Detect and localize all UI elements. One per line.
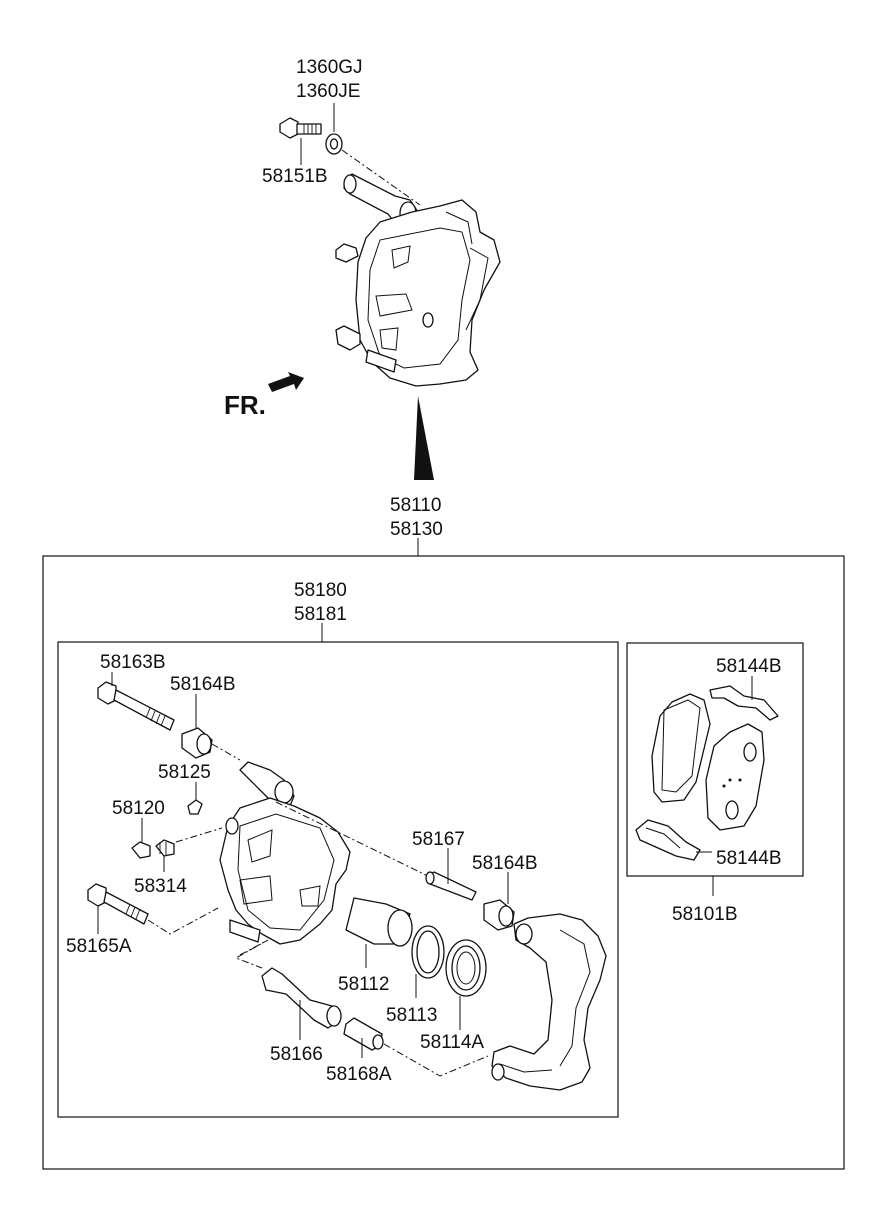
label-58181: 58181: [294, 604, 347, 625]
piston-58112: [345, 897, 413, 947]
bushing-58164B-upper: [181, 727, 213, 759]
label-58151B: 58151B: [262, 166, 328, 187]
label-58130: 58130: [390, 519, 443, 540]
pad-kit-box: [626, 642, 804, 877]
label-58144B-upper: 58144B: [716, 656, 782, 677]
bleeder-58314: [155, 839, 175, 857]
bolt-58151B: [279, 117, 322, 139]
clip-58125: [187, 799, 203, 815]
label-58114A: 58114A: [420, 1032, 484, 1053]
label-58167: 58167: [412, 829, 465, 850]
brake-pad-right: [705, 723, 765, 831]
boot-58114A: [445, 939, 487, 997]
caliper-body: [219, 761, 351, 945]
label-58113: 58113: [386, 1005, 437, 1026]
washer-1360: [325, 133, 343, 155]
caliper-assembly-top: [335, 173, 501, 387]
guide-pin-58167: [425, 871, 477, 901]
label-58164B-lower: 58164B: [472, 853, 538, 874]
sleeve-58168A: [343, 1017, 384, 1051]
cap-58120: [131, 841, 151, 859]
label-58101B: 58101B: [672, 904, 738, 925]
brake-pad-left: [651, 693, 711, 803]
label-58163B: 58163B: [100, 652, 166, 673]
label-58110: 58110: [390, 495, 441, 516]
label-58112: 58112: [338, 974, 389, 995]
front-direction-label: FR.: [224, 390, 266, 420]
label-58144B-lower: 58144B: [716, 848, 782, 869]
label-1360JE: 1360JE: [296, 81, 360, 102]
assembly-outer-box: [42, 555, 845, 1170]
label-58180: 58180: [294, 580, 347, 601]
caliper-kit-box: [57, 641, 619, 1118]
caliper-carrier-bracket: [491, 913, 607, 1091]
bushing-58164B-lower: [483, 899, 515, 931]
label-58164B-upper: 58164B: [170, 674, 236, 695]
shim-58144B-upper: [709, 685, 779, 721]
label-58166: 58166: [270, 1044, 323, 1065]
label-58120: 58120: [112, 798, 165, 819]
label-58165A: 58165A: [66, 936, 132, 957]
seal-58113: [411, 925, 445, 979]
front-direction-arrow: [268, 372, 304, 392]
pointer-arrow: [414, 396, 434, 480]
label-58168A: 58168A: [326, 1064, 392, 1085]
shim-58144B-lower: [635, 819, 701, 861]
bolt-58165A: [87, 883, 149, 925]
label-58314: 58314: [134, 876, 187, 897]
boot-58166: [261, 967, 342, 1029]
bolt-58163B: [97, 681, 175, 731]
label-58125: 58125: [158, 762, 211, 783]
label-1360GJ: 1360GJ: [296, 57, 363, 78]
